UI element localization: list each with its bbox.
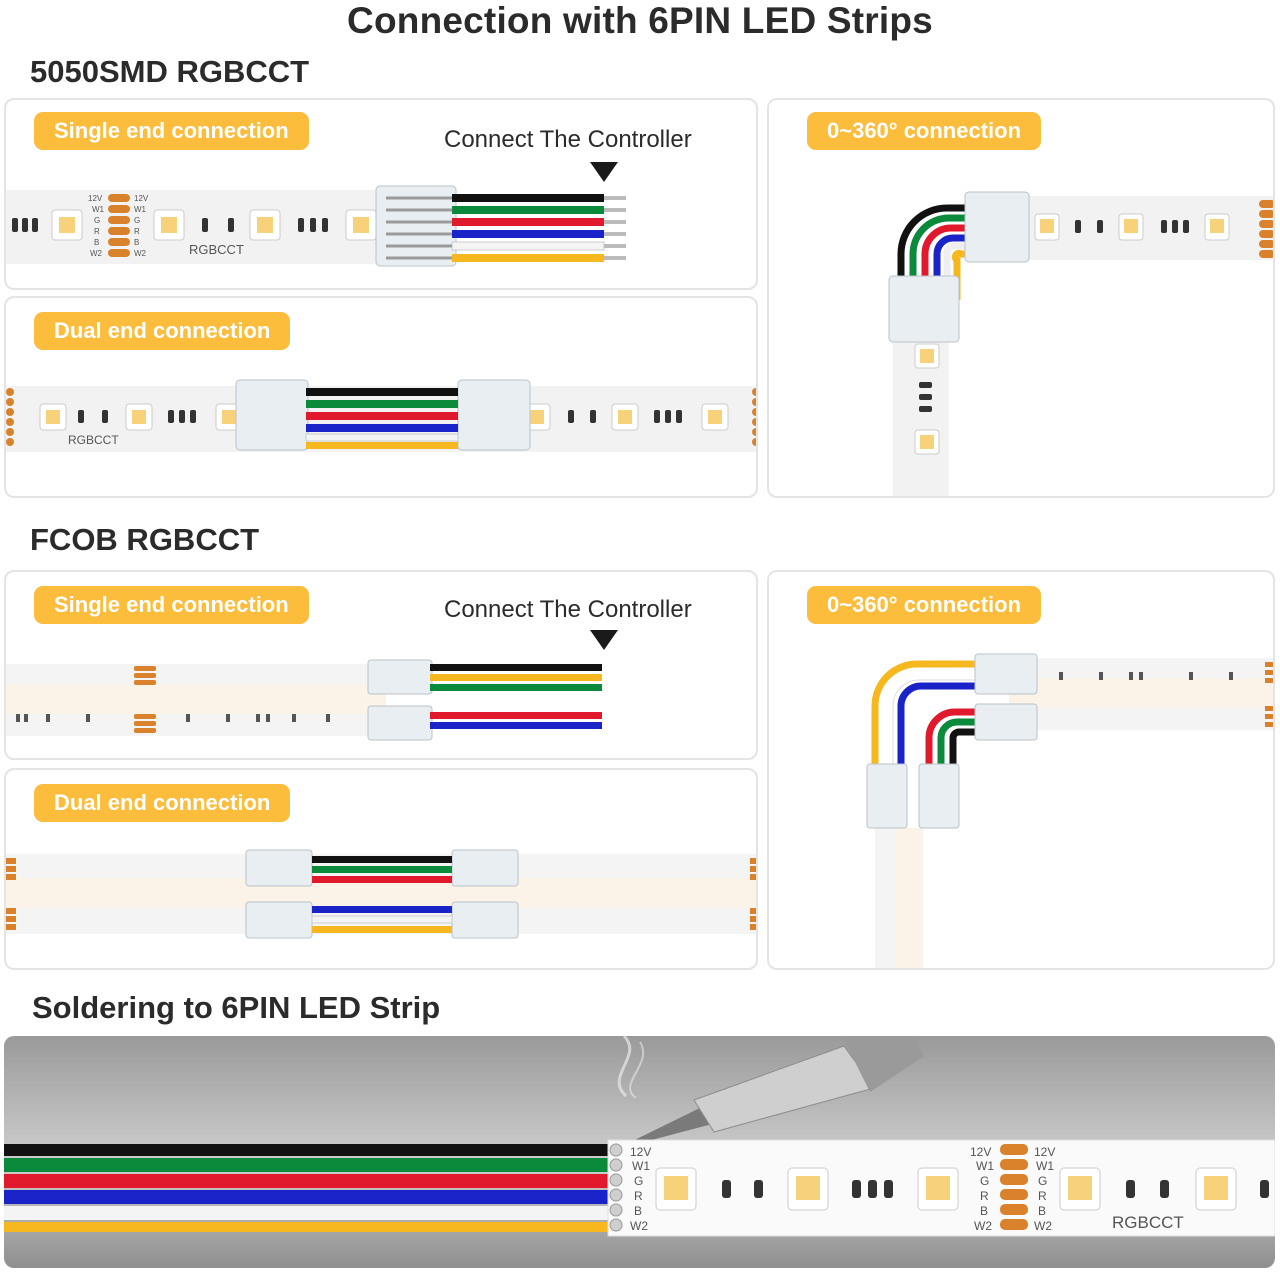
svg-text:G: G (634, 1174, 643, 1188)
svg-text:12V: 12V (1034, 1145, 1055, 1159)
section-title-fcob: FCOB RGBCCT (30, 522, 260, 557)
soldering-iron-icon (614, 1036, 924, 1150)
svg-text:B: B (94, 238, 99, 247)
svg-text:B: B (1038, 1204, 1046, 1218)
smd-corner-diagram (888, 191, 1273, 496)
svg-text:W1: W1 (632, 1159, 650, 1173)
svg-text:W1: W1 (976, 1159, 994, 1173)
panel-fcob-corner: 0~360° connection (767, 570, 1275, 970)
svg-text:R: R (134, 227, 140, 236)
controller-label: Connect The Controller (444, 596, 692, 623)
page-title: Connection with 6PIN LED Strips (347, 0, 933, 41)
svg-text:B: B (980, 1204, 988, 1218)
fcob-corner-diagram (866, 653, 1273, 968)
svg-text:W1: W1 (92, 205, 105, 214)
arrow-down-icon (590, 630, 618, 650)
svg-text:12V: 12V (630, 1145, 651, 1159)
controller-label: Connect The Controller (444, 126, 692, 153)
smd-dual-diagram: RGBCCT (6, 379, 756, 452)
section-title-soldering: Soldering to 6PIN LED Strip (32, 990, 441, 1025)
corner-connection-badge: 0~360° connection (807, 586, 1042, 624)
svg-text:R: R (1038, 1189, 1047, 1203)
svg-text:W2: W2 (134, 249, 147, 258)
dual-end-badge: Dual end connection (34, 784, 291, 822)
strip-label: RGBCCT (1112, 1213, 1184, 1232)
svg-text:W2: W2 (630, 1219, 648, 1233)
panel-fcob-dual: Dual end connection (4, 768, 758, 970)
panel-smd-dual: Dual end connection RGBCCT (4, 296, 758, 498)
panel-fcob-single: Single end connection Connect The Contro… (4, 570, 758, 760)
single-end-badge: Single end connection (34, 112, 309, 150)
svg-text:B: B (134, 238, 139, 247)
fcob-dual-diagram (6, 849, 756, 939)
svg-text:R: R (980, 1189, 989, 1203)
svg-text:12V: 12V (970, 1145, 991, 1159)
svg-text:R: R (94, 227, 100, 236)
svg-text:G: G (94, 216, 100, 225)
panel-smd-corner: 0~360° connection (767, 98, 1275, 498)
panel-smd-single: Single end connection Connect The Contro… (4, 98, 758, 290)
svg-text:G: G (1038, 1174, 1047, 1188)
section-title-5050smd: 5050SMD RGBCCT (30, 54, 310, 89)
strip-label: RGBCCT (68, 433, 119, 447)
svg-text:W1: W1 (134, 205, 147, 214)
strip-label: RGBCCT (189, 242, 244, 257)
arrow-down-icon (590, 162, 618, 182)
svg-text:W2: W2 (974, 1219, 992, 1233)
svg-text:R: R (634, 1189, 643, 1203)
dual-end-badge: Dual end connection (34, 312, 291, 350)
svg-text:G: G (980, 1174, 989, 1188)
svg-text:12V: 12V (88, 194, 103, 203)
svg-text:W2: W2 (90, 249, 103, 258)
svg-text:W1: W1 (1036, 1159, 1054, 1173)
single-end-badge: Single end connection (34, 586, 309, 624)
svg-text:W2: W2 (1034, 1219, 1052, 1233)
led-chip (51, 209, 377, 241)
corner-connection-badge: 0~360° connection (807, 112, 1042, 150)
svg-text:B: B (634, 1204, 642, 1218)
fcob-single-diagram (6, 659, 602, 741)
svg-text:G: G (134, 216, 140, 225)
svg-text:12V: 12V (134, 194, 149, 203)
